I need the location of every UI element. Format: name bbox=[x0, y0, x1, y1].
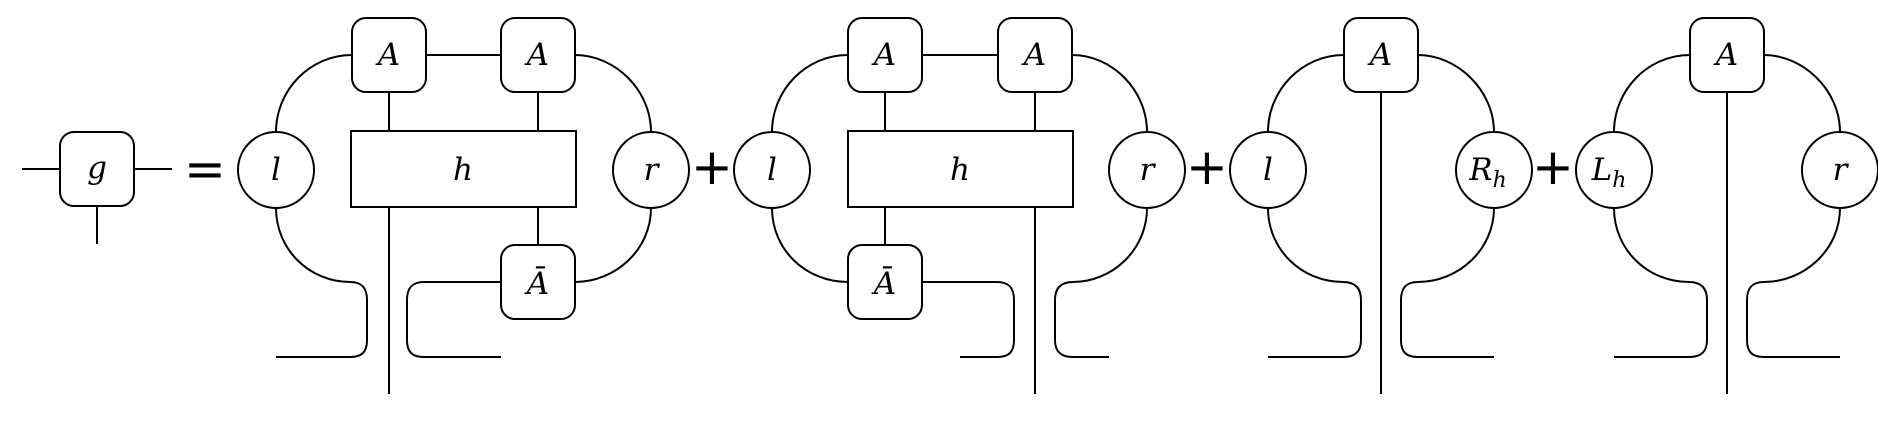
term3-l-env bbox=[1229, 131, 1307, 209]
term2-h-operator bbox=[847, 130, 1074, 208]
term1-A2-tensor bbox=[500, 17, 576, 93]
term2-Abar-tensor bbox=[847, 244, 923, 320]
term4-Lh-subscript: h bbox=[1612, 168, 1626, 193]
term2-r-env bbox=[1108, 131, 1186, 209]
term2-wire-l-to-A1 bbox=[771, 54, 849, 133]
term2-Abar-label: Ā bbox=[871, 265, 896, 302]
term-1: l A A h Ā r bbox=[237, 17, 690, 394]
term2-A2-label: A bbox=[1021, 37, 1046, 73]
term4-wire-r-physical bbox=[1746, 207, 1841, 358]
term-2: l A A h Ā r bbox=[733, 17, 1186, 394]
term2-A1-label: A bbox=[871, 37, 896, 73]
term2-wire-A2-to-r bbox=[1071, 54, 1148, 133]
term1-l-label: l bbox=[271, 152, 281, 188]
term1-wire-l-physical bbox=[275, 207, 368, 358]
term3-wire-A-to-Rh bbox=[1417, 54, 1495, 133]
term1-wire-l-to-A1 bbox=[275, 54, 353, 133]
term3-Rh-env bbox=[1455, 131, 1533, 209]
term3-Rh-main: R bbox=[1468, 152, 1492, 188]
plus-sign-2: + bbox=[1186, 138, 1228, 196]
term2-l-label: l bbox=[767, 152, 777, 188]
term3-wire-l-physical bbox=[1267, 207, 1362, 358]
term4-A-tensor bbox=[1689, 17, 1765, 93]
term1-wire-Abar-physical bbox=[406, 281, 501, 358]
g-tensor-box bbox=[59, 131, 135, 207]
g-tensor-label: g bbox=[87, 150, 107, 186]
term4-Lh-label: Lh bbox=[1591, 152, 1627, 193]
term4-A-label: A bbox=[1713, 37, 1738, 73]
term-4: Lh A r bbox=[1575, 17, 1878, 394]
term1-h-label: h bbox=[453, 152, 473, 188]
term1-r-label: r bbox=[644, 152, 661, 188]
term3-Rh-subscript: h bbox=[1493, 168, 1507, 193]
term1-l-env bbox=[237, 131, 315, 209]
term3-A-tensor bbox=[1343, 17, 1419, 93]
term1-Abar-label: Ā bbox=[524, 265, 549, 302]
term1-A1-label: A bbox=[375, 37, 400, 73]
term4-r-env bbox=[1801, 131, 1878, 209]
term-3: l A Rh bbox=[1229, 17, 1533, 394]
term2-r-label: r bbox=[1140, 152, 1157, 188]
lhs-g-tensor: g bbox=[22, 131, 172, 244]
term4-r-label: r bbox=[1833, 152, 1850, 188]
term4-Lh-main: L bbox=[1591, 152, 1613, 188]
term3-Rh-label: Rh bbox=[1468, 152, 1507, 193]
term4-wire-Lh-to-A bbox=[1613, 54, 1691, 133]
term4-wire-A-to-r bbox=[1763, 54, 1841, 133]
term3-wire-l-to-A bbox=[1267, 54, 1345, 133]
term1-Abar-tensor bbox=[500, 244, 576, 320]
term1-wire-r-to-Abar bbox=[574, 207, 652, 283]
term2-wire-Abar-physical bbox=[922, 281, 1015, 358]
term3-wire-Rh-physical bbox=[1400, 207, 1495, 358]
term2-wire-l-to-Abar bbox=[771, 207, 849, 283]
term3-A-label: A bbox=[1367, 37, 1392, 73]
term2-A1-tensor bbox=[847, 17, 923, 93]
term2-wire-r-physical bbox=[1054, 207, 1148, 358]
term2-h-label: h bbox=[950, 152, 970, 188]
equals-sign: = bbox=[184, 140, 226, 198]
term1-h-operator bbox=[350, 130, 577, 208]
term1-r-env bbox=[612, 131, 690, 209]
plus-sign-3: + bbox=[1532, 138, 1574, 196]
term2-A2-tensor bbox=[997, 17, 1073, 93]
term1-A1-tensor bbox=[351, 17, 427, 93]
term1-wire-A2-to-r bbox=[574, 54, 652, 133]
term4-Lh-env bbox=[1575, 131, 1653, 209]
term3-l-label: l bbox=[1263, 152, 1273, 188]
term2-l-env bbox=[733, 131, 811, 209]
plus-sign-1: + bbox=[691, 138, 733, 196]
term4-wire-Lh-physical bbox=[1613, 207, 1708, 358]
term1-A2-label: A bbox=[524, 37, 549, 73]
